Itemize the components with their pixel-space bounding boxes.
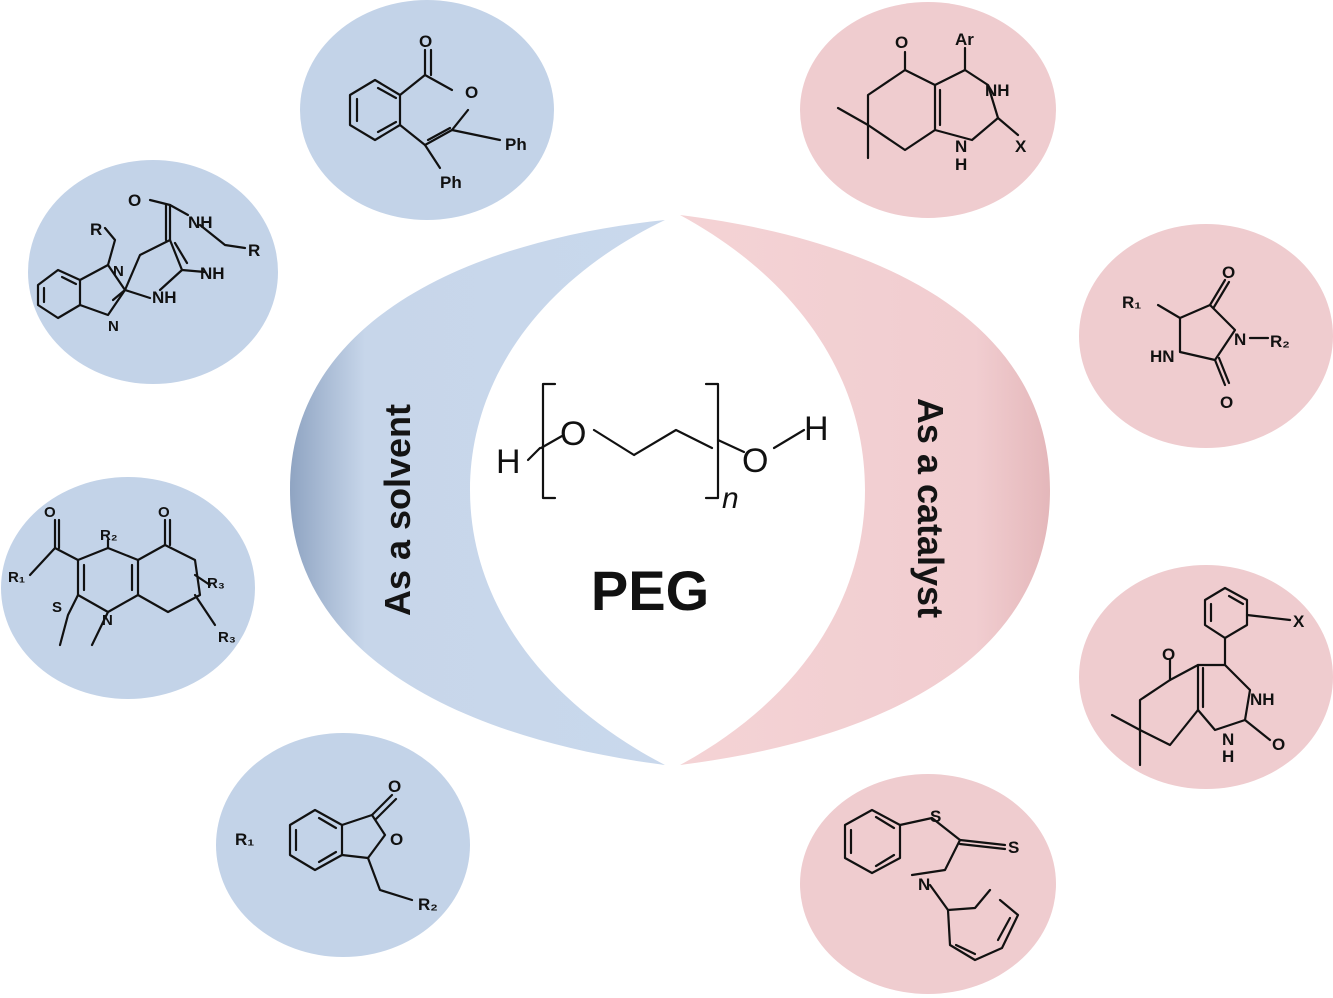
benz-n1: N — [113, 263, 124, 280]
benz-r1: R — [90, 220, 102, 239]
solvent-label: As a solvent — [377, 404, 418, 616]
acr-r3a: R₃ — [207, 575, 225, 592]
quinazolinedione-molecule: X O NH N H O — [1079, 565, 1333, 789]
benzothiazole-molecule: S S N — [800, 774, 1056, 994]
qd-h: H — [1222, 747, 1234, 766]
phth-o1: O — [388, 777, 401, 796]
qd-nh: NH — [1250, 690, 1275, 709]
hyd-r2: R₂ — [1270, 332, 1290, 351]
qd-n: N — [1222, 730, 1234, 749]
phth-o2: O — [390, 830, 403, 849]
catalyst-circle-2 — [1079, 224, 1333, 448]
catalyst-circle-1 — [800, 2, 1056, 218]
benz-nh1: NH — [188, 213, 213, 232]
acr-r3b: R₃ — [218, 629, 236, 646]
hyd-n: N — [1234, 330, 1246, 349]
catalyst-circle-3 — [1079, 565, 1333, 789]
hyd-o1: O — [1222, 263, 1235, 282]
solvent-crescent — [290, 220, 665, 765]
solvent-circle-2 — [28, 160, 278, 384]
quin-o: O — [895, 33, 908, 52]
catalyst-label: As a catalyst — [910, 398, 951, 618]
isocoumarin-o-carbonyl: O — [419, 32, 432, 51]
benz-o: O — [128, 191, 141, 210]
benz-nh3: NH — [152, 288, 177, 307]
quin-nh2: H — [955, 155, 967, 174]
peg-o1: O — [560, 415, 586, 453]
quin-nh1: NH — [985, 81, 1010, 100]
hyd-hn: HN — [1150, 347, 1175, 366]
isocoumarin-o-ring: O — [465, 83, 478, 102]
quin-ar: Ar — [955, 30, 974, 49]
quinazolinone-molecule: O Ar NH H N X — [800, 2, 1056, 218]
hyd-r1: R₁ — [1122, 293, 1141, 312]
acr-n: N — [102, 612, 113, 629]
quin-n: N — [955, 137, 967, 156]
hyd-o2: O — [1220, 393, 1233, 412]
peg-label: PEG — [591, 559, 709, 622]
phth-r2: R₂ — [418, 895, 438, 914]
acridine-molecule: O R₂ O R₁ R₃ S N R₃ — [1, 477, 255, 699]
acr-o1: O — [44, 504, 56, 521]
phthalide-molecule: O O R₁ R₂ — [216, 733, 470, 957]
catalyst-crescent — [680, 215, 1050, 765]
isocoumarin-ph2: Ph — [440, 173, 462, 192]
peg-formula: H O n O H — [496, 382, 829, 515]
isocoumarin-ph1: Ph — [505, 135, 527, 154]
acr-r2: R₂ — [100, 527, 118, 544]
quin-x: X — [1015, 137, 1027, 156]
qd-o2: O — [1272, 735, 1285, 754]
acr-o2: O — [158, 504, 170, 521]
peg-subscript: n — [722, 482, 739, 515]
solvent-circle-1 — [300, 0, 554, 220]
acr-s: S — [52, 599, 62, 616]
bt-s2: S — [1008, 838, 1019, 857]
phth-r1: R₁ — [235, 830, 254, 849]
catalyst-circle-4 — [800, 774, 1056, 994]
benz-nh2: NH — [200, 264, 225, 283]
benz-r2: R — [248, 241, 260, 260]
acr-r1: R₁ — [8, 569, 25, 586]
benzimidazole-molecule: O NH R R N NH N NH — [28, 160, 278, 384]
solvent-circle-3 — [1, 477, 255, 699]
benz-n2: N — [108, 318, 119, 335]
isocoumarin-molecule: O O Ph Ph — [300, 0, 554, 220]
peg-h-right: H — [804, 410, 829, 448]
peg-o2: O — [742, 442, 768, 480]
bt-s1: S — [930, 807, 941, 826]
hydantoin-molecule: O R₁ N R₂ HN O — [1079, 224, 1333, 448]
peg-h-left: H — [496, 443, 521, 481]
bt-n: N — [918, 875, 930, 894]
qd-x: X — [1293, 612, 1305, 631]
qd-o1: O — [1162, 645, 1175, 664]
